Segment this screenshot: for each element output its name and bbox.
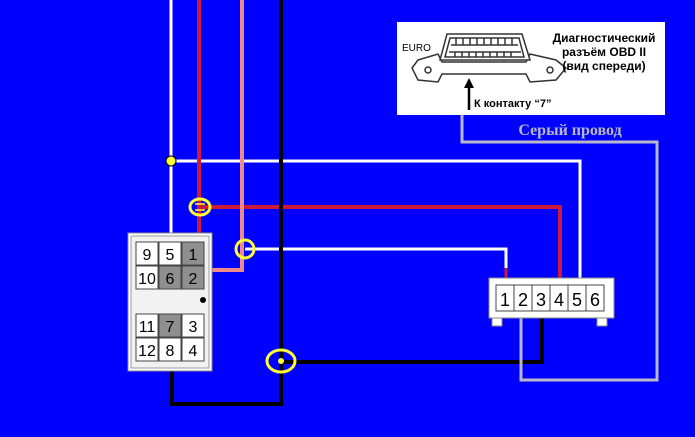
svg-text:3: 3 xyxy=(536,290,546,310)
right-pin-2: 2 xyxy=(513,284,533,312)
left-connector-top-block: 9 5 1 10 6 6 2 xyxy=(135,241,205,290)
pin-10: 10 xyxy=(135,265,159,290)
svg-text:8: 8 xyxy=(166,343,175,360)
svg-text:12: 12 xyxy=(138,343,156,360)
euro-label: EURO xyxy=(402,43,431,54)
svg-text:11: 11 xyxy=(139,319,156,336)
junction-marker-black xyxy=(265,348,297,374)
svg-text:6: 6 xyxy=(166,271,175,288)
right-pin-6: 6 xyxy=(585,284,605,312)
pin-9: 9 xyxy=(135,241,159,266)
pink-wire xyxy=(207,0,244,272)
obd-connector-icon xyxy=(411,33,568,83)
key-dot xyxy=(200,297,206,303)
svg-text:6: 6 xyxy=(590,290,600,310)
pin-5: 5 xyxy=(158,241,182,266)
right-pin-3: 3 xyxy=(531,284,551,312)
svg-text:4: 4 xyxy=(554,290,564,310)
pin7-arrow xyxy=(464,78,474,110)
svg-text:5: 5 xyxy=(166,247,175,264)
svg-text:4: 4 xyxy=(189,343,198,360)
pin-11: 11 xyxy=(135,313,159,338)
obd-title-line3: (вид спереди) xyxy=(562,59,645,73)
svg-text:5: 5 xyxy=(572,290,582,310)
junction-marker-white xyxy=(165,155,177,167)
black-wire xyxy=(170,0,544,406)
junction-marker-pink xyxy=(234,238,256,260)
svg-text:1: 1 xyxy=(500,290,510,310)
signal-wire xyxy=(245,247,508,284)
svg-text:10: 10 xyxy=(138,271,156,288)
obd-inset-panel: EURO К контакту “7” Диагно xyxy=(397,22,665,115)
right-connector-pins: 1 2 3 4 5 6 xyxy=(495,284,605,312)
right-pin-5: 5 xyxy=(567,284,587,312)
svg-text:3: 3 xyxy=(189,319,198,336)
obd-title-line1: Диагностический xyxy=(553,31,656,45)
pin-8: 8 xyxy=(158,337,182,362)
pin-2: 6 2 xyxy=(181,265,205,290)
gray-wire-label: Серый провод xyxy=(518,122,621,139)
svg-text:2: 2 xyxy=(189,271,198,288)
svg-text:9: 9 xyxy=(143,247,152,264)
svg-text:1: 1 xyxy=(189,247,198,264)
pin-7: 7 xyxy=(158,313,182,338)
pin7-label: К контакту “7” xyxy=(474,98,551,110)
svg-text:7: 7 xyxy=(166,319,175,336)
obd-title-line2: разъём OBD II xyxy=(562,45,646,59)
left-connector-bottom-block: 11 7 3 12 8 4 xyxy=(135,313,205,362)
right-pin-1: 1 xyxy=(495,284,515,312)
pin-12: 12 xyxy=(135,337,159,362)
junction-marker-red xyxy=(188,197,212,217)
pin-3: 3 xyxy=(181,313,205,338)
pin-1: 1 xyxy=(181,241,205,266)
white-wire xyxy=(169,0,582,284)
pin-6: 6 xyxy=(158,265,182,290)
gray-wire xyxy=(460,112,659,382)
pin-4: 4 xyxy=(181,337,205,362)
right-pin-4: 4 xyxy=(549,284,569,312)
svg-text:2: 2 xyxy=(518,290,528,310)
